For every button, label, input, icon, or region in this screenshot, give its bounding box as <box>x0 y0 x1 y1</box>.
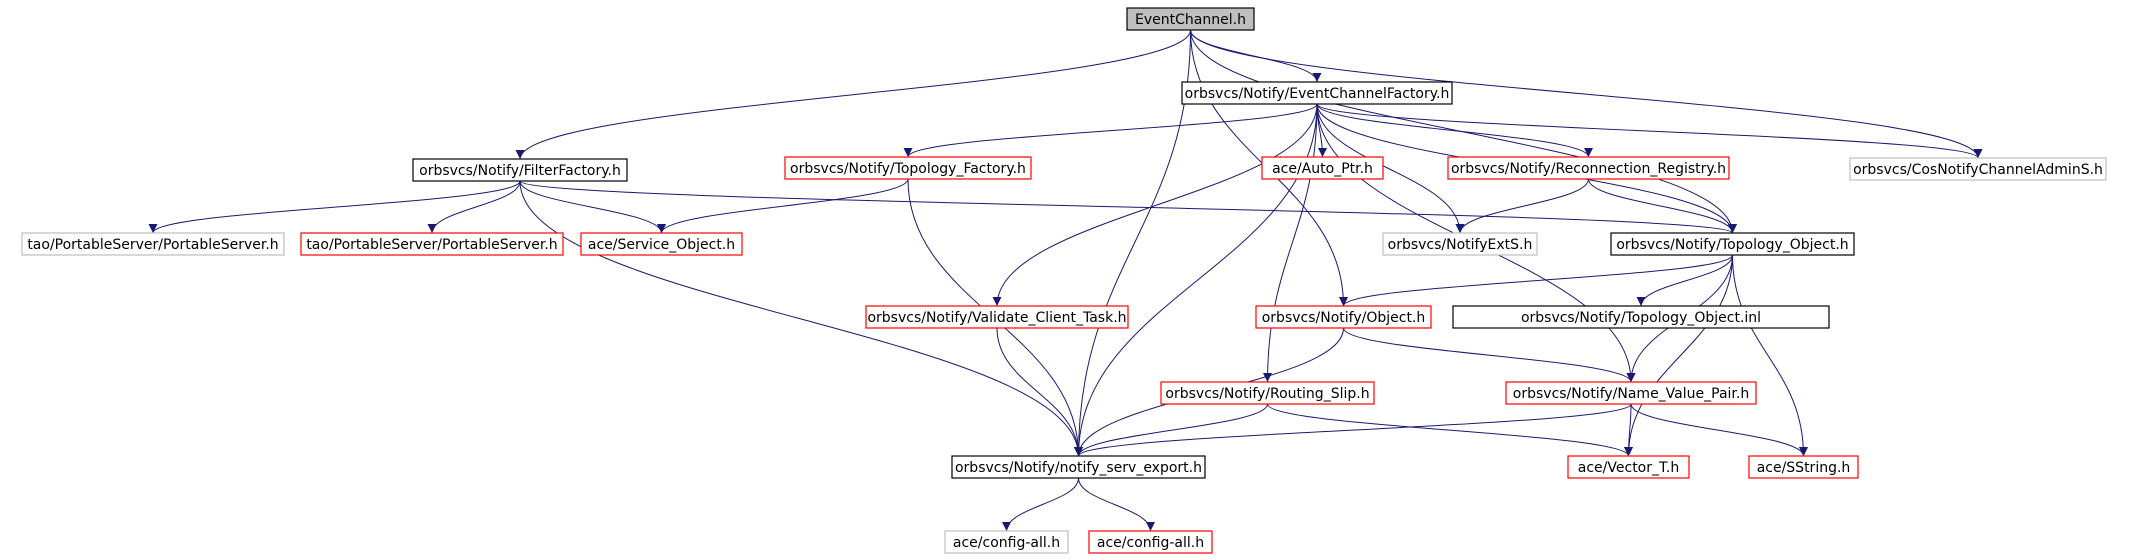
node-box <box>21 232 285 256</box>
node-box <box>1447 156 1730 180</box>
graph-node[interactable]: orbsvcs/Notify/Object.h <box>1255 305 1432 329</box>
node-box <box>1382 232 1538 256</box>
dependency-edge <box>1636 254 1733 307</box>
dependency-edge <box>1588 178 1737 234</box>
graph-node[interactable]: orbsvcs/Notify/Validate_Client_Task.h <box>865 305 1129 329</box>
node-box <box>1610 232 1855 256</box>
dependency-edge <box>992 103 1318 307</box>
dependency-edge <box>903 103 1318 158</box>
node-label: orbsvcs/Notify/Object.h <box>1262 310 1426 326</box>
node-label: ace/Vector_T.h <box>1578 460 1679 476</box>
node-label: ace/Service_Object.h <box>588 237 735 253</box>
node-box <box>412 158 628 182</box>
node-box <box>1505 381 1757 405</box>
nodes-layer: EventChannel.h orbsvcs/Notify/EventChanne… <box>21 7 2107 554</box>
node-label: EventChannel.h <box>1135 12 1246 28</box>
node-label: orbsvcs/Notify/notify_serv_export.h <box>955 460 1202 476</box>
graph-node[interactable]: orbsvcs/Notify/EventChannelFactory.h <box>1181 81 1453 105</box>
dependency-edge <box>519 180 1083 457</box>
node-box <box>951 455 1206 479</box>
dependency-edge <box>657 178 909 234</box>
node-label: orbsvcs/Notify/Name_Value_Pair.h <box>1513 386 1749 402</box>
dependency-edge <box>519 180 666 234</box>
node-box <box>865 305 1129 329</box>
dependency-edge <box>1316 103 1465 234</box>
graph-node[interactable]: orbsvcs/Notify/Name_Value_Pair.h <box>1505 381 1757 405</box>
graph-node[interactable]: orbsvcs/Notify/Routing_Slip.h <box>1160 381 1375 405</box>
dependency-edge <box>1732 254 1808 457</box>
node-box <box>1255 305 1432 329</box>
node-box <box>1452 305 1830 329</box>
graph-node[interactable]: ace/SString.h <box>1748 455 1859 479</box>
graph-node[interactable]: orbsvcs/Notify/Topology_Object.inl <box>1452 305 1830 329</box>
node-box <box>1261 156 1384 180</box>
dependency-edge <box>1190 29 1983 159</box>
dependency-edge <box>1078 477 1155 532</box>
dependency-edge <box>1624 254 1733 457</box>
node-label: orbsvcs/Notify/Topology_Object.h <box>1616 237 1848 253</box>
dependency-edge <box>1339 254 1733 307</box>
node-box <box>580 232 743 256</box>
graph-node[interactable]: ace/Vector_T.h <box>1567 455 1690 479</box>
graph-node[interactable]: EventChannel.h <box>1126 7 1255 31</box>
graph-node[interactable]: orbsvcs/Notify/Topology_Factory.h <box>784 156 1032 180</box>
graph-node[interactable]: orbsvcs/NotifyExtS.h <box>1382 232 1538 256</box>
node-label: orbsvcs/Notify/Validate_Client_Task.h <box>867 310 1126 326</box>
node-box <box>1849 157 2107 181</box>
dependency-edge <box>1316 103 1983 159</box>
dependency-edge <box>519 180 1737 234</box>
dependency-edge <box>1074 403 1632 457</box>
dependency-edge <box>1343 327 1636 383</box>
node-box <box>1088 530 1213 554</box>
graph-node[interactable]: orbsvcs/Notify/Reconnection_Registry.h <box>1447 156 1730 180</box>
graph-node[interactable]: orbsvcs/Notify/Topology_Object.h <box>1610 232 1855 256</box>
dependency-edge <box>1316 103 1593 158</box>
dependency-edge <box>1624 403 1634 457</box>
node-label: orbsvcs/Notify/FilterFactory.h <box>419 163 621 179</box>
node-label: orbsvcs/Notify/EventChannelFactory.h <box>1185 86 1450 102</box>
node-box <box>1126 7 1255 31</box>
node-box <box>1160 381 1375 405</box>
node-label: orbsvcs/Notify/Routing_Slip.h <box>1165 386 1369 402</box>
dependency-edge <box>1630 403 1808 457</box>
dependency-edge <box>1267 403 1633 457</box>
graph-node[interactable]: tao/PortableServer/PortableServer.h <box>21 232 285 256</box>
dependency-edge <box>427 180 521 234</box>
node-label: tao/PortableServer/PortableServer.h <box>27 237 278 253</box>
graph-node[interactable]: ace/Auto_Ptr.h <box>1261 156 1384 180</box>
node-box <box>784 156 1032 180</box>
node-label: tao/PortableServer/PortableServer.h <box>306 237 557 253</box>
node-box <box>1748 455 1859 479</box>
node-label: ace/Auto_Ptr.h <box>1272 161 1373 177</box>
node-box <box>944 530 1069 554</box>
node-label: orbsvcs/CosNotifyChannelAdminS.h <box>1853 162 2103 178</box>
graph-node[interactable]: orbsvcs/CosNotifyChannelAdminS.h <box>1849 157 2107 181</box>
dependency-edge <box>1455 178 1589 234</box>
dependency-edge <box>996 327 1083 457</box>
node-label: ace/config-all.h <box>953 535 1060 551</box>
graph-node[interactable]: ace/config-all.h <box>1088 530 1213 554</box>
node-label: orbsvcs/NotifyExtS.h <box>1388 237 1533 253</box>
graph-node[interactable]: ace/Service_Object.h <box>580 232 743 256</box>
dependency-edge <box>1074 403 1268 457</box>
graph-node[interactable]: orbsvcs/Notify/FilterFactory.h <box>412 158 628 182</box>
graph-node[interactable]: tao/PortableServer/PortableServer.h <box>300 232 564 256</box>
node-label: orbsvcs/Notify/Topology_Object.inl <box>1521 310 1761 326</box>
dependency-edge <box>148 180 521 234</box>
node-box <box>300 232 564 256</box>
node-label: orbsvcs/Notify/Topology_Factory.h <box>790 161 1026 177</box>
dependency-edge <box>1002 477 1079 532</box>
dependency-edge <box>515 29 1191 160</box>
graph-node[interactable]: ace/config-all.h <box>944 530 1069 554</box>
node-label: orbsvcs/Notify/Reconnection_Registry.h <box>1451 161 1726 177</box>
node-label: ace/config-all.h <box>1097 535 1204 551</box>
node-label: ace/SString.h <box>1757 460 1851 476</box>
node-box <box>1181 81 1453 105</box>
dependency-edge <box>1263 103 1318 383</box>
graph-node[interactable]: orbsvcs/Notify/notify_serv_export.h <box>951 455 1206 479</box>
node-box <box>1567 455 1690 479</box>
